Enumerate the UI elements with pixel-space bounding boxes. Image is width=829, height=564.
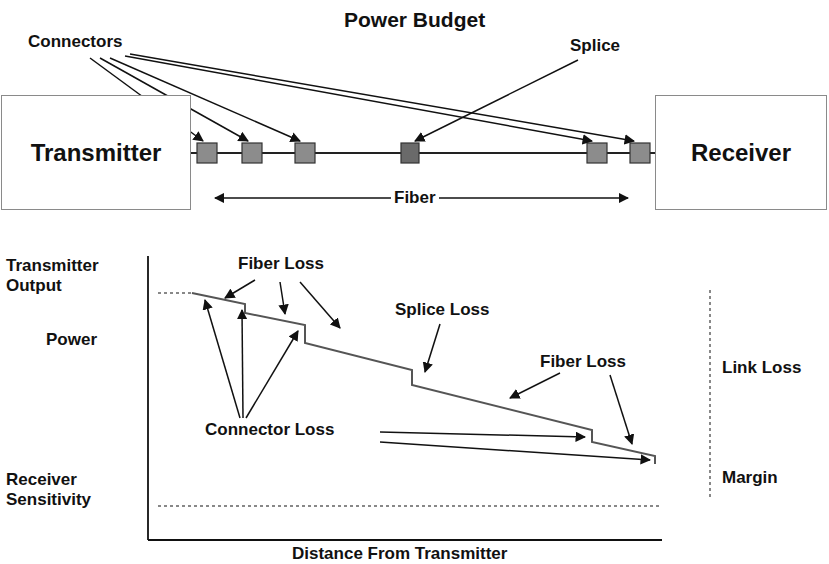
diagram-title: Power Budget bbox=[344, 8, 485, 32]
connector-squares bbox=[197, 143, 650, 163]
device-box: Transmitter bbox=[1, 95, 191, 210]
annotation-label: Fiber bbox=[391, 188, 439, 208]
annotation-label: Margin bbox=[722, 468, 778, 488]
annotation-label: Splice Loss bbox=[395, 300, 489, 320]
box-label: Transmitter bbox=[31, 139, 162, 167]
annotation-label: Link Loss bbox=[722, 358, 801, 378]
annotation-label: Transmitter Output bbox=[6, 256, 126, 295]
annotation-label: Receiver Sensitivity bbox=[6, 470, 116, 509]
device-box: Receiver bbox=[655, 95, 827, 210]
axes bbox=[148, 256, 662, 540]
annotation-label: Connectors bbox=[28, 32, 122, 52]
annotation-label: Power bbox=[46, 330, 97, 350]
annotation-label: Distance From Transmitter bbox=[292, 544, 507, 564]
annotation-label: Fiber Loss bbox=[540, 352, 626, 372]
annotation-label: Splice bbox=[570, 36, 620, 56]
annotation-label: Fiber Loss bbox=[238, 254, 324, 274]
annotation-label: Connector Loss bbox=[205, 420, 334, 440]
box-label: Receiver bbox=[691, 139, 791, 167]
